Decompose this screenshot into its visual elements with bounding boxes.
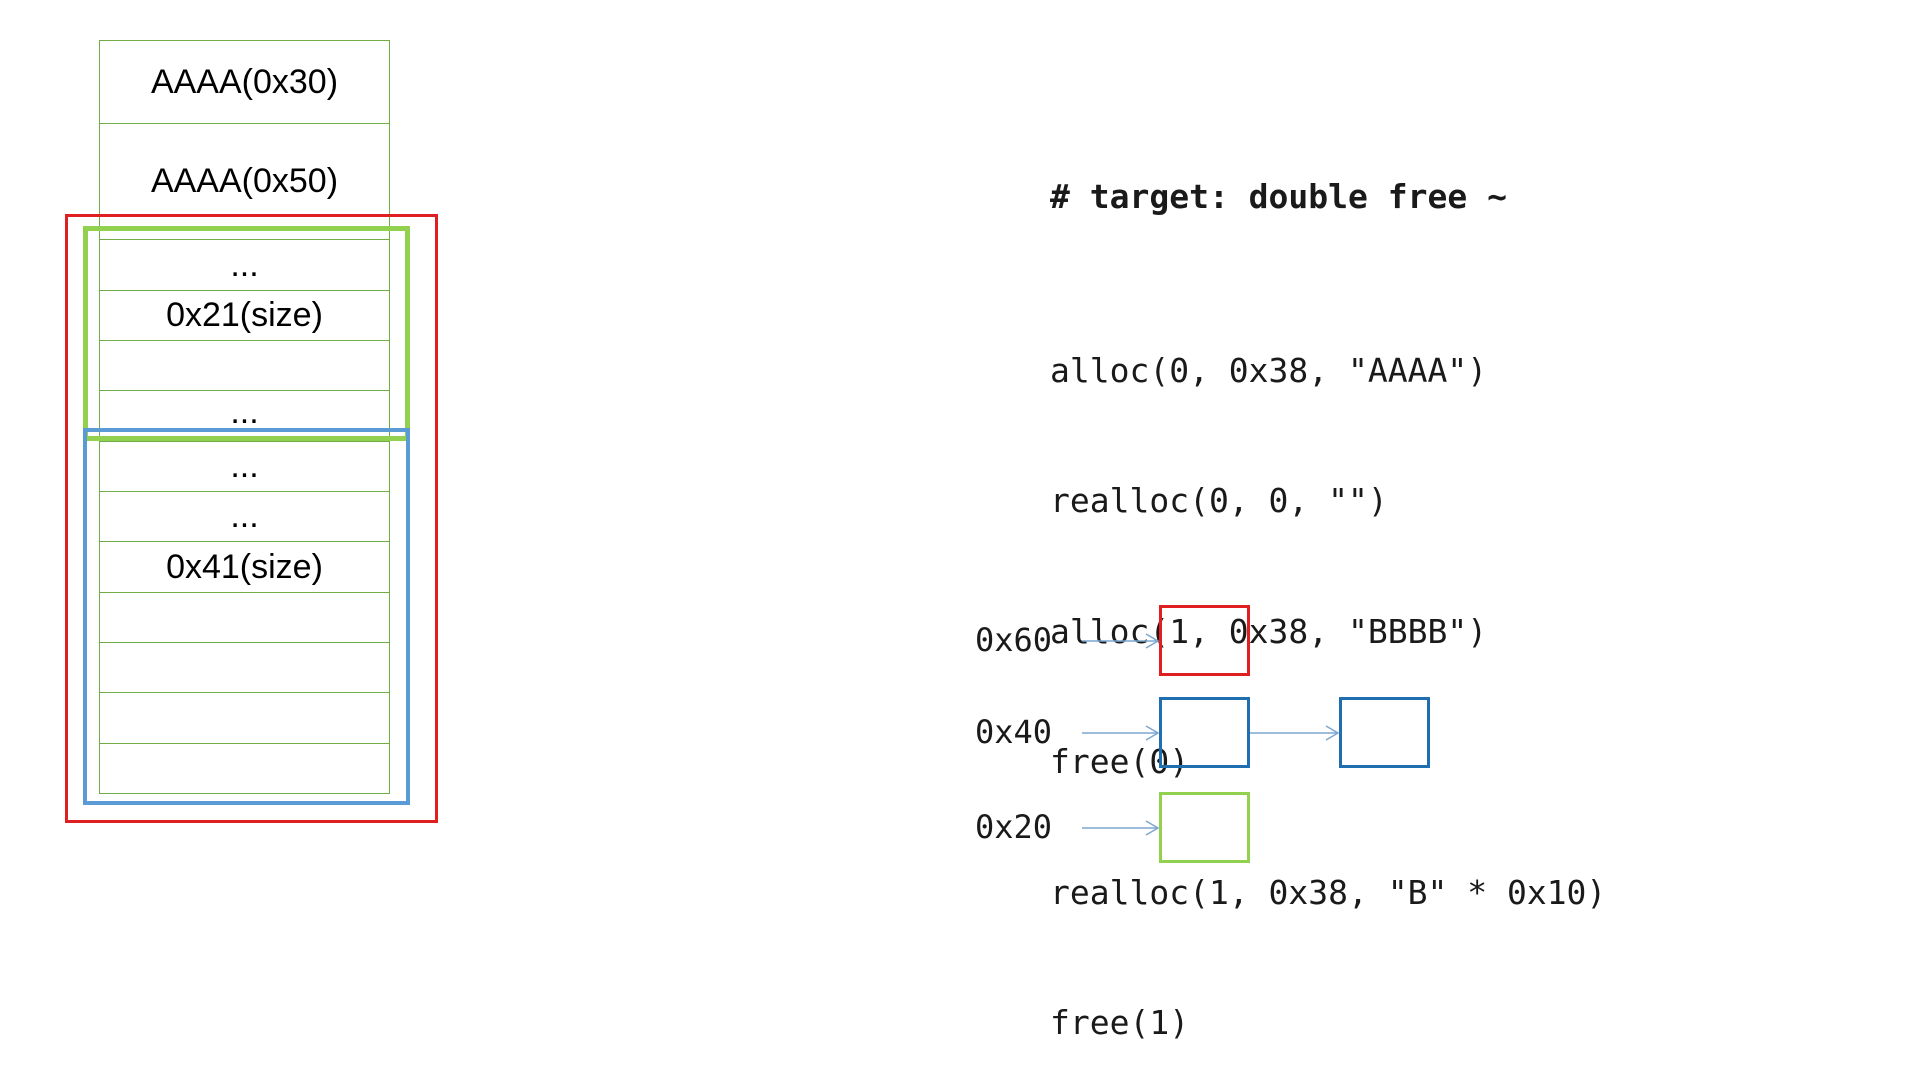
bin-label-0x60: 0x60 [975,621,1053,659]
code-block: # target: double free ~ alloc(0, 0x38, "… [1050,88,1606,1088]
code-line-2: alloc(1, 0x38, "BBBB") [1050,611,1488,651]
bin-label-0x40: 0x40 [975,713,1053,751]
heap-cell-9 [99,593,390,643]
code-line-5: free(1) [1050,1003,1190,1042]
code-line-4: realloc(1, 0x38, "B" * 0x10) [1050,872,1607,912]
heap-chunk-column: AAAA(0x30) AAAA(0x50) ... 0x21(size) ...… [99,40,390,794]
heap-cell-5: ... [99,391,390,442]
heap-cell-3: 0x21(size) [99,291,390,341]
code-line-0: alloc(0, 0x38, "AAAA") [1050,350,1488,390]
code-title: # target: double free ~ [1050,177,1507,216]
heap-cell-1: AAAA(0x50) [99,124,390,240]
bin-0x20-chunk-0 [1159,792,1250,863]
bin-0x40-chunk-1 [1339,697,1430,768]
heap-cell-2: ... [99,240,390,291]
heap-cell-10 [99,643,390,693]
heap-cell-8: 0x41(size) [99,542,390,593]
bin-0x60-chunk-0 [1159,605,1250,676]
code-line-3: free(0) [1050,742,1190,781]
heap-cell-0: AAAA(0x30) [99,40,390,124]
code-line-1: realloc(0, 0, "") [1050,481,1388,520]
heap-cell-4 [99,341,390,391]
heap-cell-11 [99,693,390,744]
heap-cell-6: ... [99,442,390,492]
heap-cell-7: ... [99,492,390,542]
bin-0x40-chunk-0 [1159,697,1250,768]
heap-cell-12 [99,744,390,794]
bin-label-0x20: 0x20 [975,808,1053,846]
